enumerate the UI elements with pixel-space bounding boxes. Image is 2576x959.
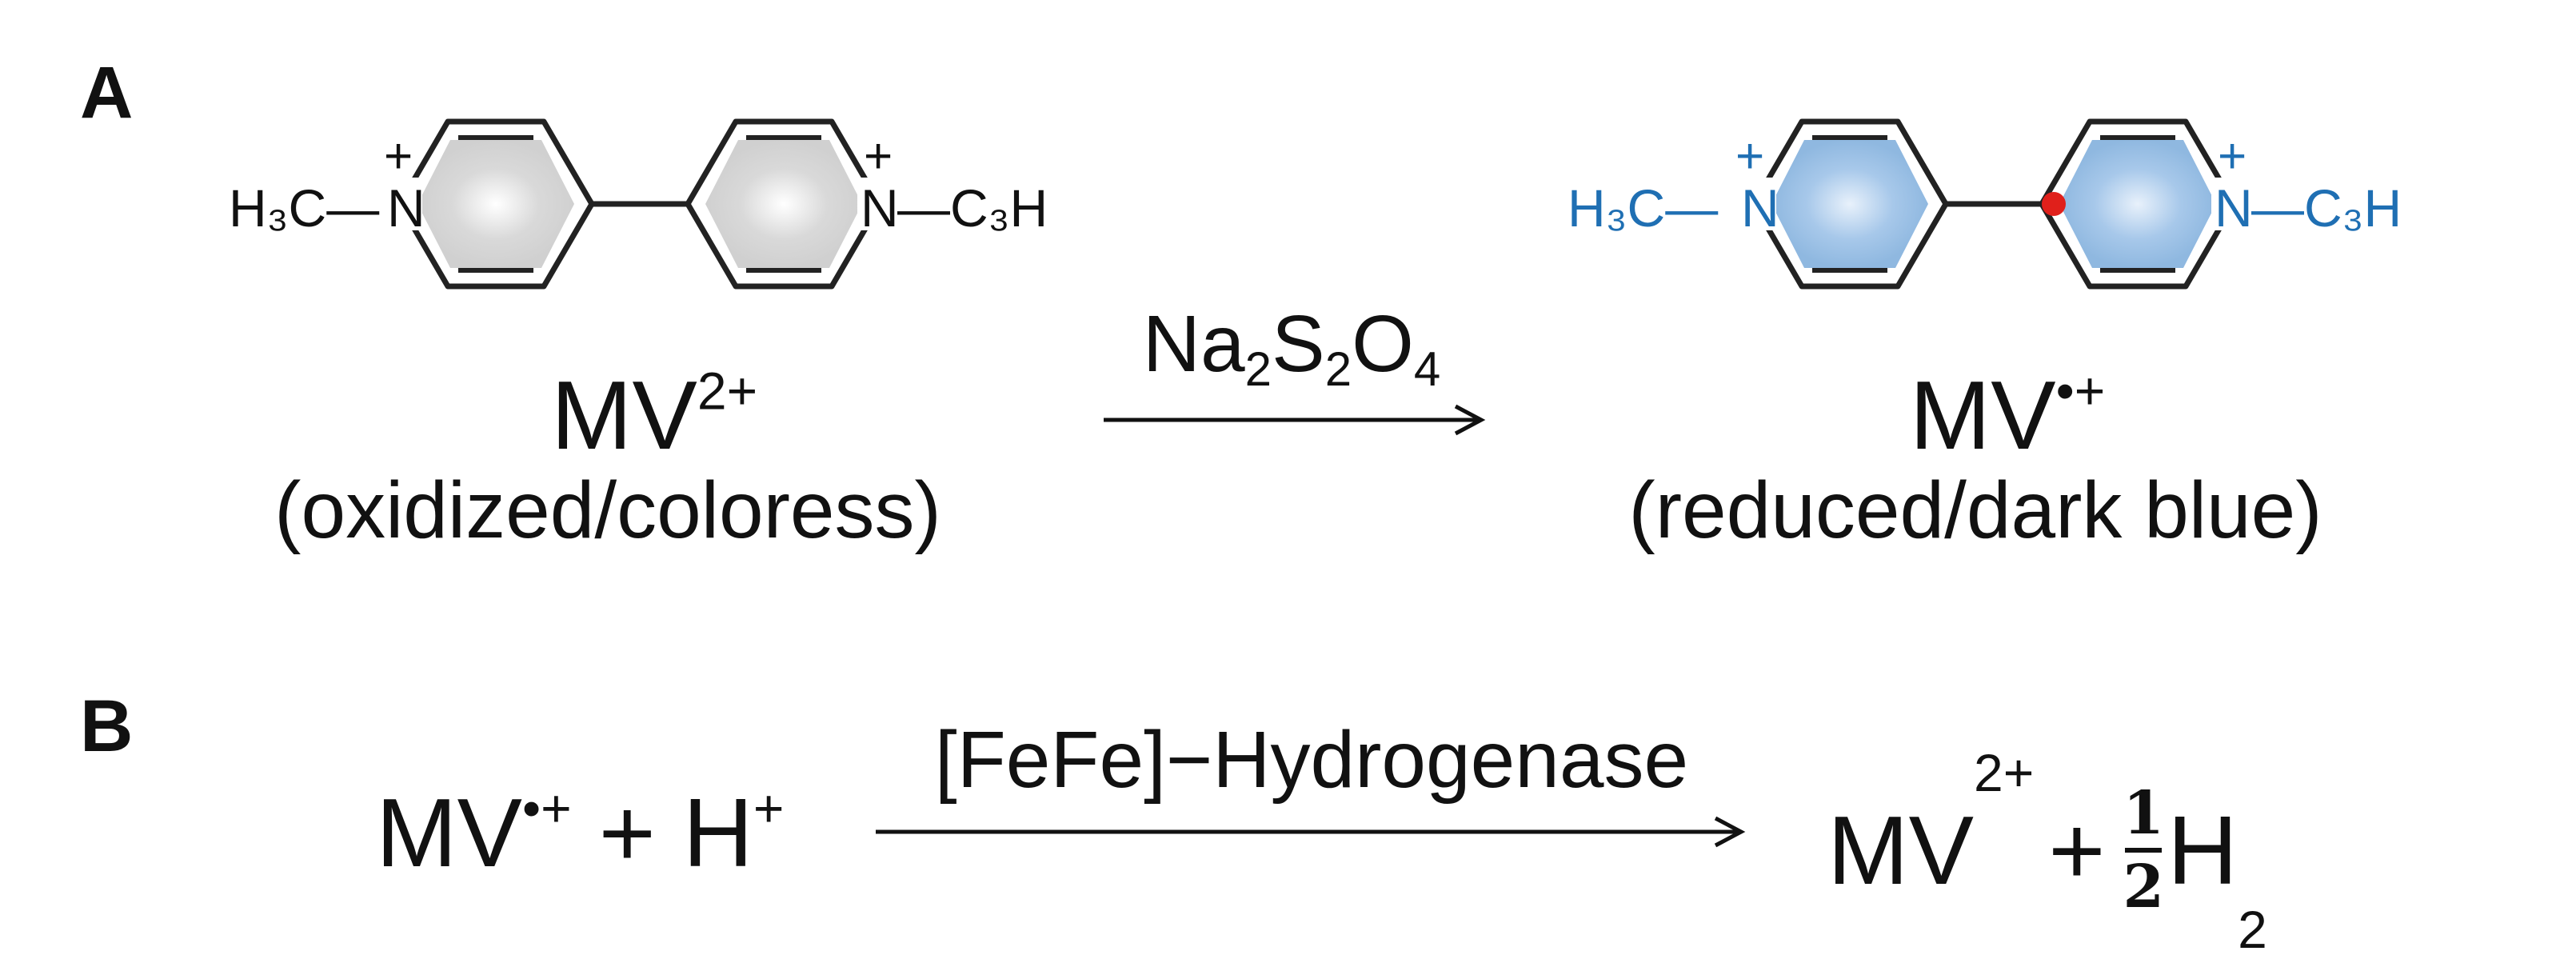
reaction-arrow-b	[876, 816, 1746, 848]
oxidized-species-label: MV2+	[550, 361, 758, 470]
reduced-viologen-structure	[1736, 118, 2251, 290]
reduced-right-nitrogen: N	[2215, 178, 2253, 238]
oxidized-left-nitrogen: N	[387, 178, 425, 238]
reaction-b-reactants: MV•+ + H+	[376, 778, 785, 887]
oxidized-viologen-structure	[382, 118, 897, 290]
oxidized-left-methyl: H₃C—	[229, 178, 380, 238]
oxidized-right-alkyl: —C₃H	[897, 178, 1048, 238]
ring-shading	[2059, 140, 2216, 268]
enzyme-label: [FeFe]−Hydrogenase	[934, 715, 1689, 805]
ring-shading	[1771, 140, 1928, 268]
reduced-left-methyl: H₃C—	[1568, 178, 1719, 238]
oxidized-right-charge: +	[864, 129, 893, 184]
oxidized-state-caption: (oxidized/coloress)	[274, 466, 941, 555]
radical-dot	[2042, 192, 2066, 216]
ring-shading	[417, 140, 574, 268]
reduced-left-charge: +	[1735, 129, 1765, 184]
oxidized-left-charge: +	[384, 129, 413, 184]
reduced-right-charge: +	[2218, 129, 2247, 184]
reduced-state-caption: (reduced/dark blue)	[1628, 466, 2322, 555]
reduced-left-nitrogen: N	[1741, 178, 1779, 238]
ring-shading	[705, 140, 862, 268]
oxidized-right-nitrogen: N	[861, 178, 899, 238]
panel-label-b: B	[80, 685, 134, 767]
reduced-species-label: MV•+	[1909, 361, 2106, 470]
panel-label-a: A	[80, 52, 134, 134]
reduced-right-alkyl: —C₃H	[2251, 178, 2402, 238]
one-half-fraction: 1 2	[2123, 779, 2165, 921]
reducing-agent-label: Na2S2O4	[1142, 299, 1441, 396]
reaction-arrow-a	[1104, 404, 1486, 436]
